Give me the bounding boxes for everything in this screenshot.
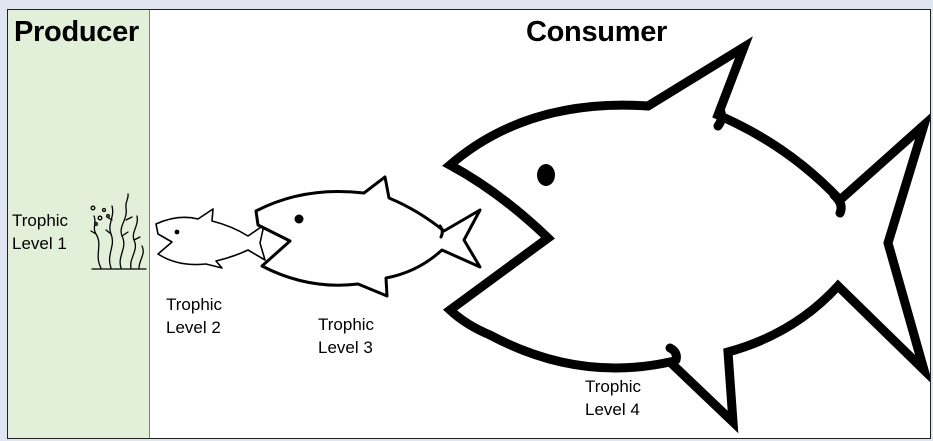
- trophic-level-1-label: Trophic Level 1: [12, 209, 68, 255]
- medium-fish-icon: [254, 175, 482, 298]
- large-fish-icon: [442, 36, 930, 434]
- trophic-level-2-label: Trophic Level 2: [166, 293, 222, 339]
- trophic-level-1-line2: Level 1: [12, 234, 67, 253]
- food-chain-illustration: [90, 36, 930, 434]
- trophic-level-3-label: Trophic Level 3: [318, 313, 374, 359]
- trophic-level-1-line1: Trophic: [12, 211, 69, 230]
- trophic-level-4-line1: Trophic: [585, 377, 642, 396]
- trophic-level-2-line2: Level 2: [166, 318, 221, 337]
- producer-column: [8, 10, 150, 438]
- trophic-level-3-line1: Trophic: [318, 315, 375, 334]
- consumer-heading: Consumer: [526, 16, 668, 48]
- seaweed-icon: [90, 193, 147, 270]
- food-chain-diagram: Producer Consumer Trophic Level 1 Trophi…: [7, 9, 931, 439]
- producer-heading: Producer: [14, 16, 139, 48]
- small-fish-icon: [155, 208, 266, 269]
- trophic-level-4-label: Trophic Level 4: [585, 375, 641, 421]
- trophic-level-3-line2: Level 3: [318, 338, 373, 357]
- trophic-level-4-line2: Level 4: [585, 400, 640, 419]
- trophic-level-2-line1: Trophic: [166, 295, 223, 314]
